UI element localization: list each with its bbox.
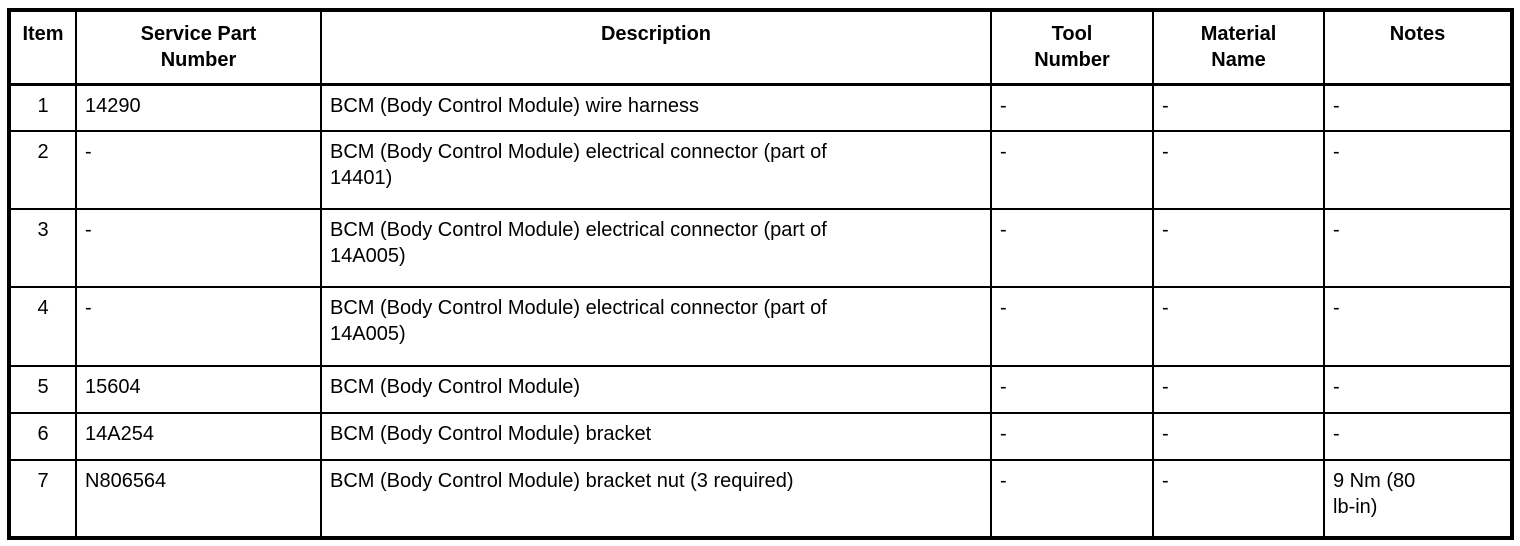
notes-cell: - xyxy=(1323,208,1513,289)
table-row: 2 - BCM (Body Control Module) electrical… xyxy=(8,130,1513,211)
notes-text: 9 Nm (80 lb-in) xyxy=(1333,469,1416,518)
tool-number-cell: - xyxy=(990,286,1154,367)
description-cell: BCM (Body Control Module) electrical con… xyxy=(320,130,992,211)
notes-cell: 9 Nm (80 lb-in) xyxy=(1323,458,1513,540)
description-cell: BCM (Body Control Module) bracket xyxy=(320,411,992,461)
column-header-description: Description xyxy=(320,9,992,86)
tool-number-cell: - xyxy=(990,364,1154,414)
tool-number-cell: - xyxy=(990,82,1154,133)
table-body: 1 14290 BCM (Body Control Module) wire h… xyxy=(8,82,1513,540)
tool-number-cell: - xyxy=(990,130,1154,211)
tool-number-cell: - xyxy=(990,208,1154,289)
service-part-number-cell: N806564 xyxy=(75,458,322,540)
description-text: BCM (Body Control Module) wire harness xyxy=(330,94,700,117)
notes-cell: - xyxy=(1323,364,1513,414)
service-part-number-cell: 15604 xyxy=(75,364,322,414)
service-part-number-cell: - xyxy=(75,130,322,211)
service-part-number-cell: 14A254 xyxy=(75,411,322,461)
column-header-tool-number: Tool Number xyxy=(990,9,1154,86)
material-name-cell: - xyxy=(1152,130,1325,211)
notes-text: - xyxy=(1333,375,1340,398)
description-cell: BCM (Body Control Module) wire harness xyxy=(320,82,992,133)
header-row: Item Service Part Number Description Too… xyxy=(8,9,1513,86)
material-name-cell: - xyxy=(1152,208,1325,289)
description-cell: BCM (Body Control Module) electrical con… xyxy=(320,286,992,367)
description-text: BCM (Body Control Module) electrical con… xyxy=(330,141,827,190)
item-cell: 2 xyxy=(8,130,77,211)
table-header: Item Service Part Number Description Too… xyxy=(8,9,1513,86)
description-text: BCM (Body Control Module) xyxy=(330,375,581,398)
service-part-number-cell: - xyxy=(75,208,322,289)
parts-table: Item Service Part Number Description Too… xyxy=(7,8,1514,540)
notes-cell: - xyxy=(1323,411,1513,461)
material-name-cell: - xyxy=(1152,82,1325,133)
description-cell: BCM (Body Control Module) electrical con… xyxy=(320,208,992,289)
item-cell: 1 xyxy=(8,82,77,133)
notes-cell: - xyxy=(1323,82,1513,133)
column-header-material-name: Material Name xyxy=(1152,9,1325,86)
column-header-notes: Notes xyxy=(1323,9,1513,86)
column-header-item: Item xyxy=(8,9,77,86)
material-name-cell: - xyxy=(1152,364,1325,414)
tool-number-cell: - xyxy=(990,458,1154,540)
table-row: 7 N806564 BCM (Body Control Module) brac… xyxy=(8,458,1513,540)
item-cell: 4 xyxy=(8,286,77,367)
table-row: 4 - BCM (Body Control Module) electrical… xyxy=(8,286,1513,367)
tool-number-cell: - xyxy=(990,411,1154,461)
item-cell: 6 xyxy=(8,411,77,461)
description-cell: BCM (Body Control Module) bracket nut (3… xyxy=(320,458,992,540)
description-text: BCM (Body Control Module) bracket nut (3… xyxy=(330,469,794,492)
notes-text: - xyxy=(1333,297,1340,320)
table-row: 3 - BCM (Body Control Module) electrical… xyxy=(8,208,1513,289)
material-name-cell: - xyxy=(1152,286,1325,367)
notes-text: - xyxy=(1333,94,1340,117)
item-cell: 7 xyxy=(8,458,77,540)
material-name-cell: - xyxy=(1152,411,1325,461)
notes-text: - xyxy=(1333,219,1340,242)
material-name-cell: - xyxy=(1152,458,1325,540)
notes-cell: - xyxy=(1323,286,1513,367)
column-header-service-part-number: Service Part Number xyxy=(75,9,322,86)
table-row: 5 15604 BCM (Body Control Module) - - - xyxy=(8,364,1513,414)
item-cell: 5 xyxy=(8,364,77,414)
description-text: BCM (Body Control Module) electrical con… xyxy=(330,219,827,268)
notes-text: - xyxy=(1333,141,1340,164)
notes-text: - xyxy=(1333,422,1340,445)
service-part-number-cell: - xyxy=(75,286,322,367)
service-part-number-cell: 14290 xyxy=(75,82,322,133)
description-text: BCM (Body Control Module) electrical con… xyxy=(330,297,827,346)
description-cell: BCM (Body Control Module) xyxy=(320,364,992,414)
table-row: 6 14A254 BCM (Body Control Module) brack… xyxy=(8,411,1513,461)
notes-cell: - xyxy=(1323,130,1513,211)
description-text: BCM (Body Control Module) bracket xyxy=(330,422,652,445)
table-row: 1 14290 BCM (Body Control Module) wire h… xyxy=(8,82,1513,133)
item-cell: 3 xyxy=(8,208,77,289)
